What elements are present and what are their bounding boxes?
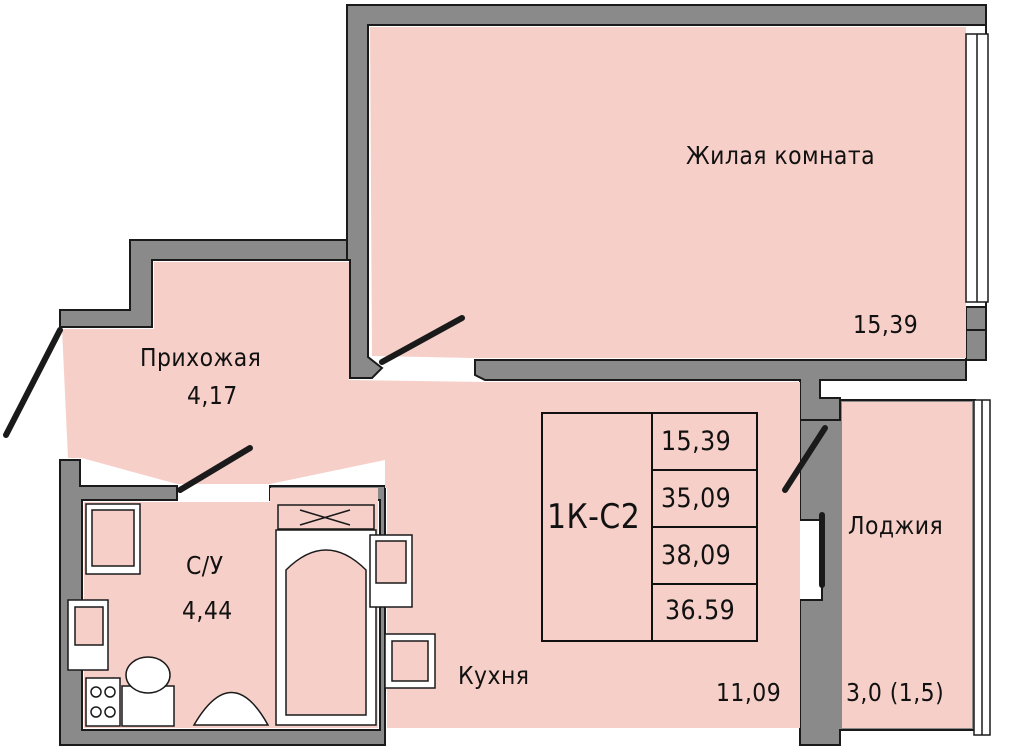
apartment-code-cell: 1К-С2: [543, 414, 653, 640]
reduced-area-value: 36.59: [665, 595, 736, 626]
living-room-floor: [370, 27, 966, 358]
area-summary-table: 1К-С2 15,39 35,09 38,09 36.59: [541, 412, 758, 642]
total-area-row: 35,09: [653, 471, 758, 528]
apartment-code: 1К-С2: [547, 497, 641, 537]
hallway-name: Прихожая: [140, 343, 262, 372]
loggia-floor: [842, 402, 972, 728]
total-area-value: 35,09: [661, 483, 732, 514]
entrance-door: [3, 327, 63, 438]
fixtures: [67, 503, 436, 727]
living-area-row: 15,39: [653, 414, 758, 471]
reduced-area-row: 36.59: [653, 585, 758, 640]
living-room-area: 15,39: [853, 310, 919, 339]
total-with-loggia-row: 38,09: [653, 528, 758, 585]
hallway-area: 4,17: [187, 381, 238, 410]
bathroom-area: 4,44: [182, 596, 233, 625]
living-room-door: [379, 315, 465, 365]
loggia-name: Лоджия: [848, 511, 944, 540]
hallway-upper-walls: [59, 239, 348, 328]
windows: [965, 33, 991, 736]
kitchen-floor: [387, 488, 800, 728]
kitchen-area: 11,09: [716, 678, 782, 707]
living-kitchen-wall: [474, 329, 987, 421]
kitchen-name: Кухня: [458, 661, 530, 690]
basin: [192, 691, 270, 726]
stove: [85, 677, 121, 727]
living-room-name: Жилая комната: [686, 141, 875, 170]
loggia-area: 3,0 (1,5): [846, 678, 945, 707]
bathroom-name: С/У: [186, 551, 224, 580]
total-with-loggia-value: 38,09: [661, 540, 732, 571]
doors: [3, 315, 828, 588]
loggia-door: [782, 425, 828, 493]
bathroom-door: [177, 445, 253, 493]
living-area-value: 15,39: [661, 426, 732, 457]
